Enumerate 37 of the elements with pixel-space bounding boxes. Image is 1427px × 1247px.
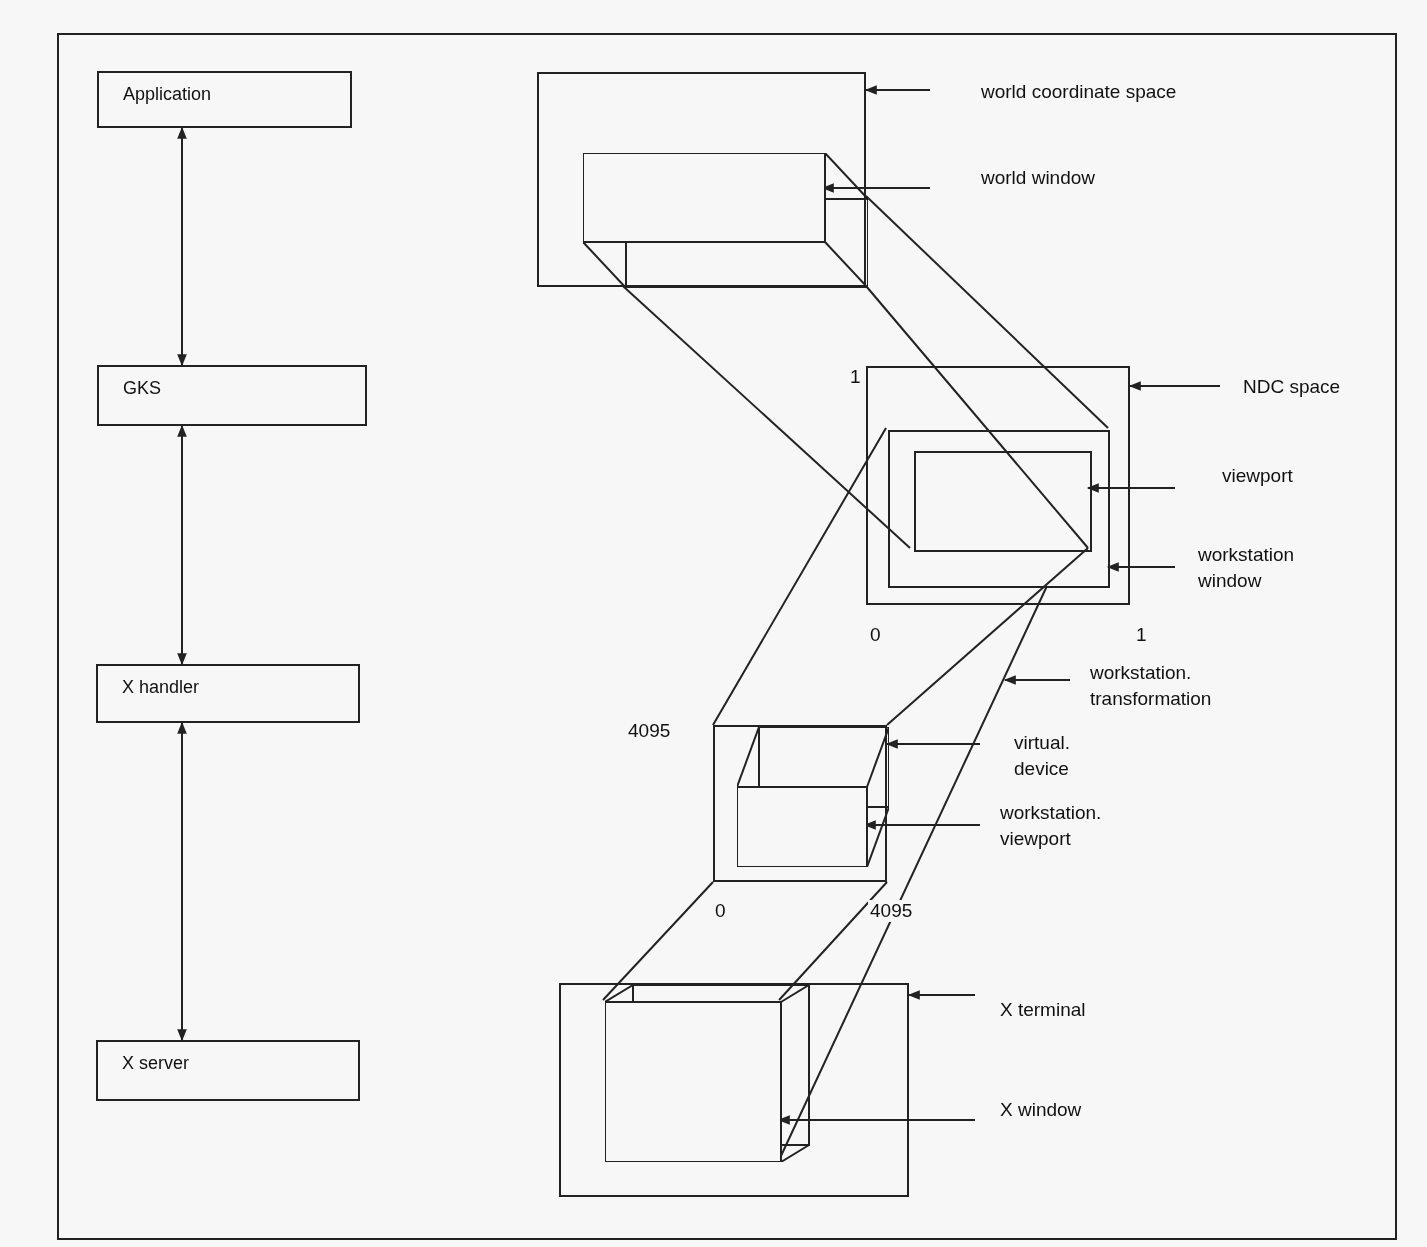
rectangle-frame <box>888 430 1110 588</box>
leader-arrow <box>1128 381 1221 391</box>
leader-arrow <box>1003 675 1071 685</box>
axis-value: 4095 <box>868 900 915 922</box>
leader-arrow <box>1086 483 1176 493</box>
rectangle-frame <box>866 366 1130 605</box>
leader-arrow <box>907 990 976 1000</box>
projection-line <box>865 194 1109 429</box>
caption-text: X terminal <box>1000 997 1160 1023</box>
projection-line <box>602 881 714 1001</box>
process-box: Application <box>97 71 352 128</box>
process-box: X handler <box>96 664 360 723</box>
projection-line <box>621 285 911 549</box>
process-box: GKS <box>97 365 367 426</box>
rectangle-frame <box>559 983 909 1197</box>
caption-text: workstation window <box>1198 542 1348 594</box>
double-arrow <box>177 126 187 367</box>
projection-line <box>778 881 888 1001</box>
double-arrow <box>177 424 187 666</box>
leader-arrow <box>864 85 931 95</box>
caption-text: workstation. transformation <box>1090 660 1270 712</box>
projection-line <box>865 285 1089 549</box>
caption-text: virtual. device <box>1014 730 1104 778</box>
double-arrow <box>177 721 187 1042</box>
projection-line <box>712 427 887 726</box>
caption-text: X window <box>1000 1097 1160 1123</box>
caption-text: viewport <box>1222 463 1342 489</box>
rectangle-frame <box>537 72 866 287</box>
caption-text: NDC space <box>1243 374 1383 400</box>
caption-text: world window <box>981 165 1181 191</box>
leader-arrow <box>885 739 981 749</box>
rectangle-frame <box>713 725 887 882</box>
rectangle-frame <box>914 451 1092 552</box>
caption-text: workstation. viewport <box>1000 800 1150 852</box>
projection-line <box>886 547 1089 726</box>
caption-text: world coordinate space <box>981 79 1271 105</box>
process-box: X server <box>96 1040 360 1101</box>
